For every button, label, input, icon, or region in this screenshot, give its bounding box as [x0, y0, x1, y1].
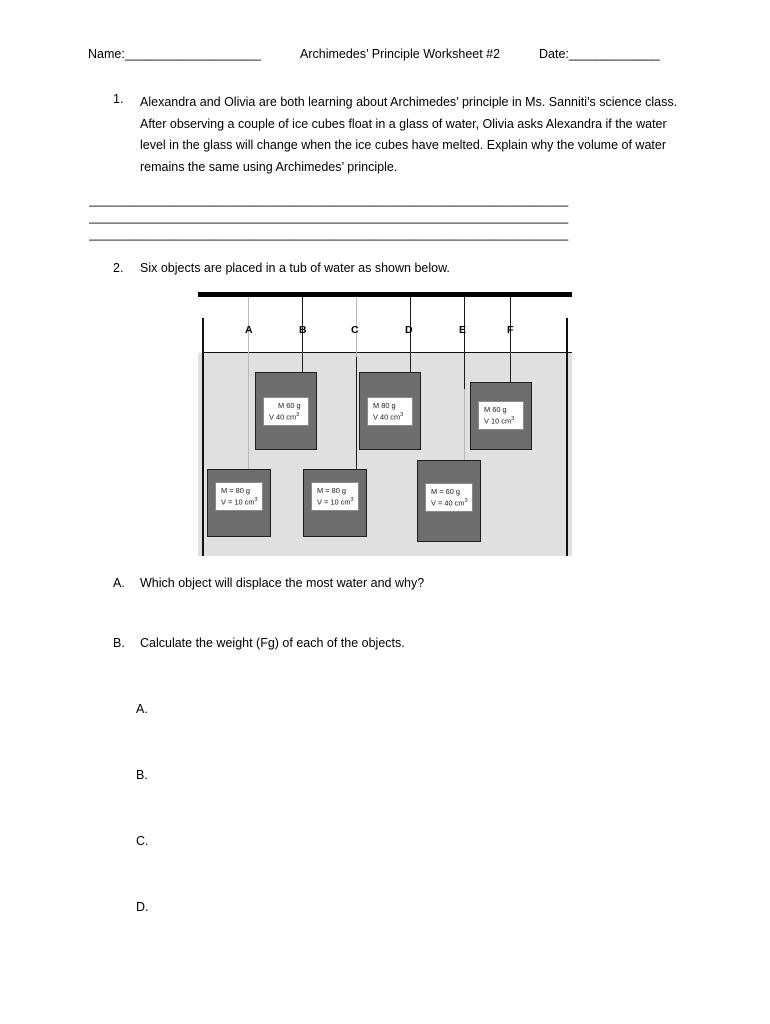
answer-lines[interactable]: ________________________________________… [89, 192, 681, 243]
question-1-text: Alexandra and Olivia are both learning a… [140, 95, 678, 174]
date-field-group: Date:______________ [539, 44, 660, 64]
mass-value-f: M 60 g [484, 405, 507, 414]
volume-exponent-b: 3 [296, 411, 300, 418]
object-block-d: M 80 g V 40 cm3 [359, 372, 421, 450]
subquestion-b-text: Calculate the weight (Fg) of each of the… [140, 636, 405, 650]
question-2-text: Six objects are placed in a tub of water… [140, 261, 450, 275]
object-block-c: M = 80 g V = 10 cm3 [303, 469, 367, 537]
object-letter-c: C [351, 324, 359, 336]
object-letter-b: B [299, 324, 307, 336]
volume-exponent-e: 3 [464, 497, 468, 504]
string-d [410, 297, 412, 377]
name-label: Name: [88, 47, 125, 61]
object-block-f: M 60 g V 10 cm3 [470, 382, 532, 450]
object-letter-d: D [405, 324, 413, 336]
tub-diagram: A B C D E F M 60 g V 40 cm3 M 80 g V 40 … [198, 292, 572, 556]
answer-item-c[interactable]: C. [136, 834, 149, 848]
answer-item-b[interactable]: B. [136, 768, 148, 782]
question-2: 2. Six objects are placed in a tub of wa… [113, 261, 673, 275]
volume-exponent-a: 3 [254, 496, 258, 503]
answer-line[interactable]: ________________________________________… [89, 227, 568, 241]
object-label-e: M = 60 g V = 40 cm3 [425, 483, 473, 512]
object-letter-f: F [507, 324, 514, 336]
volume-value-f: V 10 cm [484, 416, 512, 426]
string-c-lower [356, 357, 358, 474]
volume-value-a: V = 10 cm [221, 497, 255, 507]
mass-value-d: M 80 g [373, 401, 396, 410]
object-label-d: M 80 g V 40 cm3 [367, 397, 413, 426]
name-blank-line[interactable]: _____________________ [124, 47, 261, 61]
tub-wall-right [566, 318, 568, 556]
mass-value-a: M = 80 g [221, 486, 250, 495]
object-label-f: M 60 g V 10 cm3 [478, 401, 524, 430]
volume-exponent-f: 3 [511, 415, 515, 422]
name-field-group: Name:_____________________ [88, 44, 261, 64]
page-header: Name:_____________________ Archimedes’ P… [88, 44, 682, 64]
tub-wall-left [202, 318, 204, 556]
object-label-a: M = 80 g V = 10 cm3 [215, 482, 263, 511]
subquestion-a-label: A. [113, 576, 125, 590]
volume-value-c: V = 10 cm [317, 497, 351, 507]
water-surface-line [202, 352, 572, 353]
volume-exponent-c: 3 [350, 496, 354, 503]
object-label-c: M = 80 g V = 10 cm3 [311, 482, 359, 511]
answer-line[interactable]: ________________________________________… [89, 210, 568, 224]
subquestion-a-text: Which object will displace the most wate… [140, 576, 425, 590]
mass-value-e: M = 60 g [431, 487, 460, 496]
subquestion-b: B. Calculate the weight (Fg) of each of … [113, 636, 405, 650]
string-c-upper [356, 297, 358, 357]
string-a [248, 297, 250, 477]
subquestion-b-label: B. [113, 636, 125, 650]
answer-line[interactable]: ________________________________________… [89, 193, 568, 207]
volume-value-e: V = 40 cm [431, 498, 465, 508]
date-label: Date: [539, 47, 569, 61]
mass-value-c: M = 80 g [317, 486, 346, 495]
string-b [302, 297, 304, 377]
object-letter-e: E [459, 324, 467, 336]
page-title: Archimedes’ Principle Worksheet #2 [300, 47, 501, 61]
volume-exponent-d: 3 [400, 411, 404, 418]
string-e-upper [464, 297, 466, 389]
mass-value-b: M 60 g [278, 401, 301, 410]
question-1: 1. Alexandra and Olivia are both learnin… [113, 92, 688, 178]
question-1-number: 1. [113, 92, 124, 106]
volume-value-b: V 40 cm [269, 412, 297, 422]
air-region [198, 297, 572, 353]
object-letter-a: A [245, 324, 253, 336]
answer-item-d[interactable]: D. [136, 900, 149, 914]
object-label-b: M 60 g V 40 cm3 [263, 397, 309, 426]
object-block-b: M 60 g V 40 cm3 [255, 372, 317, 450]
support-bar [198, 292, 572, 297]
question-2-number: 2. [113, 261, 124, 275]
answer-item-a[interactable]: A. [136, 702, 148, 716]
date-blank-line[interactable]: ______________ [568, 47, 660, 61]
object-block-e: M = 60 g V = 40 cm3 [417, 460, 481, 542]
volume-value-d: V 40 cm [373, 412, 401, 422]
object-block-a: M = 80 g V = 10 cm3 [207, 469, 271, 537]
string-f [510, 297, 512, 385]
subquestion-a: A. Which object will displace the most w… [113, 576, 424, 590]
string-e-lower [464, 389, 466, 464]
